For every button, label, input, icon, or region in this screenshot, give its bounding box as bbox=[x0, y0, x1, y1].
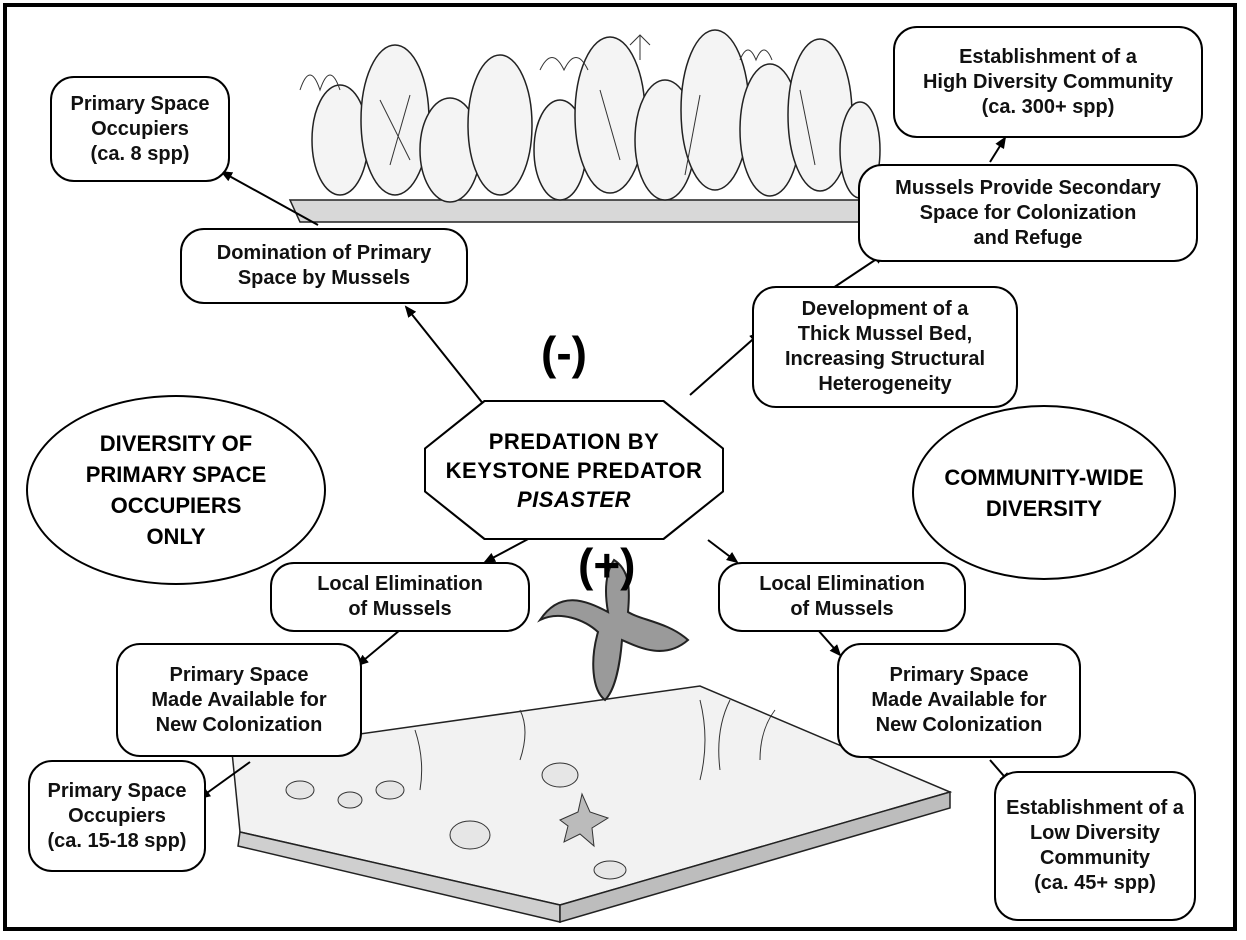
box-secondary-space: Mussels Provide Secondary Space for Colo… bbox=[858, 164, 1198, 262]
arrow-domination-to-occupiers bbox=[220, 171, 319, 226]
box-domination-by-mussels: Domination of Primary Space by Mussels bbox=[180, 228, 468, 304]
center-line-2: KEYSTONE PREDATOR bbox=[445, 457, 703, 483]
box-low-diversity: Establishment of a Low Diversity Communi… bbox=[994, 771, 1196, 921]
arrow-elimright-to-spaceright bbox=[817, 629, 842, 657]
box-occupiers-8spp: Primary Space Occupiers (ca. 8 spp) bbox=[50, 76, 230, 182]
arrow-center-to-elimright bbox=[707, 539, 739, 564]
box-space-available-left: Primary Space Made Available for New Col… bbox=[116, 643, 362, 757]
box-occupiers-15-18spp: Primary Space Occupiers (ca. 15-18 spp) bbox=[28, 760, 206, 872]
box-space-available-right: Primary Space Made Available for New Col… bbox=[837, 643, 1081, 758]
negative-effect-sign: (-) bbox=[541, 327, 587, 379]
box-high-diversity: Establishment of a High Diversity Commun… bbox=[893, 26, 1203, 138]
arrow-center-to-thickbed bbox=[689, 331, 762, 396]
arrow-elimleft-to-spaceleft bbox=[356, 629, 401, 667]
box-local-elimination-right: Local Elimination of Mussels bbox=[718, 562, 966, 632]
arrow-spaceleft-to-occupiers15 bbox=[198, 761, 251, 800]
center-line-1: PREDATION BY bbox=[488, 428, 660, 454]
center-predation-octagon: PREDATION BY KEYSTONE PREDATOR PISASTER bbox=[424, 400, 724, 540]
arrow-secondary-to-highdiv bbox=[989, 136, 1007, 163]
center-line-3: PISASTER bbox=[516, 486, 632, 512]
oval-primary-diversity: DIVERSITY OF PRIMARY SPACE OCCUPIERS ONL… bbox=[26, 395, 326, 585]
oval-community-diversity: COMMUNITY-WIDE DIVERSITY bbox=[912, 405, 1176, 580]
box-thick-mussel-bed: Development of a Thick Mussel Bed, Incre… bbox=[752, 286, 1018, 408]
box-local-elimination-left: Local Elimination of Mussels bbox=[270, 562, 530, 632]
positive-effect-sign: (+) bbox=[578, 539, 636, 591]
